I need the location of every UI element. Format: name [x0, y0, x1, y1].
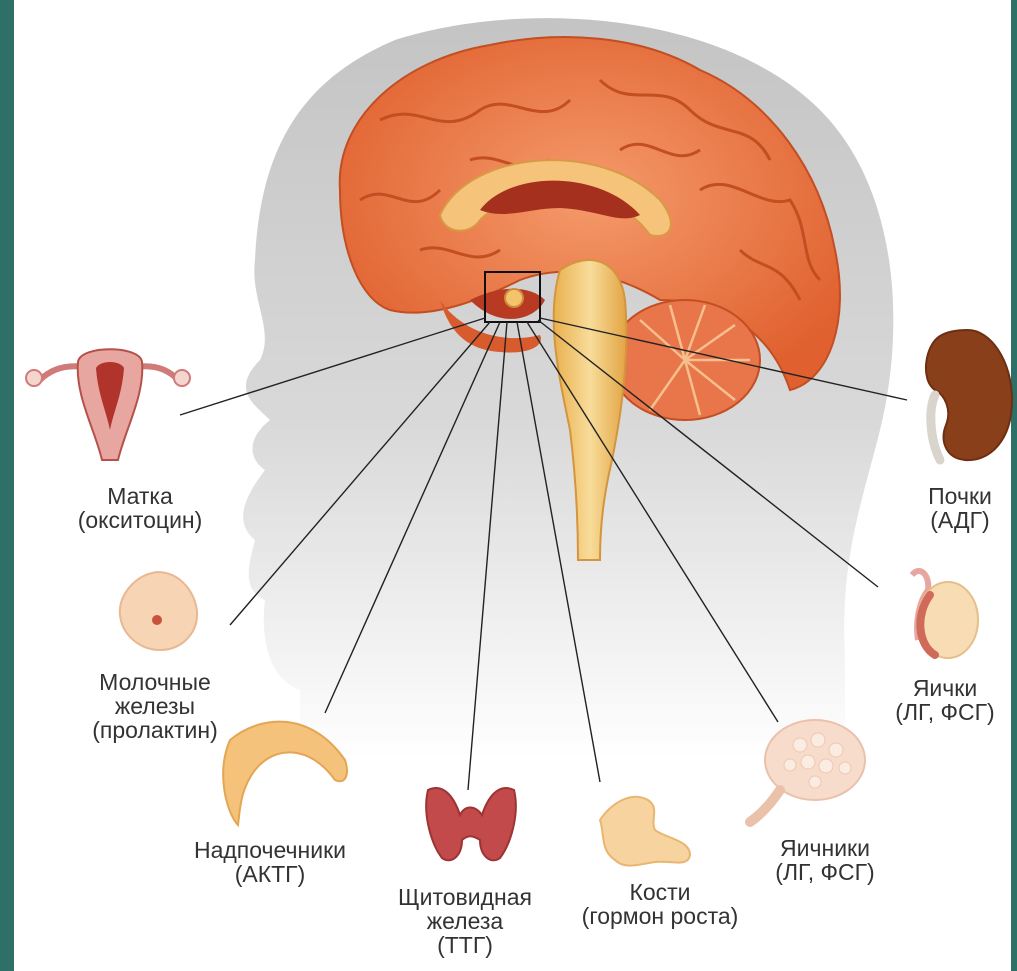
gland-name: Яичники: [750, 836, 900, 860]
pituitary-gland: [505, 289, 523, 307]
gland-hormone: (АДГ): [915, 508, 1005, 532]
gland-name: Надпочечники: [175, 838, 365, 862]
gland-hormone: (ЛГ, ФСГ): [880, 700, 1010, 724]
gland-hormone: (ТТГ): [375, 933, 555, 957]
bone-icon: [600, 797, 690, 866]
breast-icon: [120, 572, 197, 650]
gland-name-line2: железы: [70, 694, 240, 718]
gland-name: Матка: [60, 484, 220, 508]
testis-icon: [912, 571, 978, 658]
gland-name: Кости: [560, 880, 760, 904]
gland-hormone: (окситоцин): [60, 508, 220, 532]
label-thyroid: Щитовидная железа (ТТГ): [375, 885, 555, 957]
gland-name: Щитовидная: [375, 885, 555, 909]
gland-hormone: (АКТГ): [175, 862, 365, 886]
kidney-icon: [926, 330, 1012, 460]
label-bones: Кости (гормон роста): [560, 880, 760, 928]
label-ovaries: Яичники (ЛГ, ФСГ): [750, 836, 900, 884]
label-breast: Молочные железы (пролактин): [70, 670, 240, 742]
gland-hormone: (пролактин): [70, 718, 240, 742]
gland-name-line2: железа: [375, 909, 555, 933]
gland-hormone: (ЛГ, ФСГ): [750, 860, 900, 884]
label-testes: Яички (ЛГ, ФСГ): [880, 676, 1010, 724]
label-uterus: Матка (окситоцин): [60, 484, 220, 532]
gland-name: Почки: [915, 484, 1005, 508]
gland-name: Молочные: [70, 670, 240, 694]
gland-name: Яички: [880, 676, 1010, 700]
label-kidneys: Почки (АДГ): [915, 484, 1005, 532]
thyroid-icon: [426, 788, 516, 860]
uterus-icon: [26, 349, 190, 460]
label-adrenal: Надпочечники (АКТГ): [175, 838, 365, 886]
gland-hormone: (гормон роста): [560, 904, 760, 928]
